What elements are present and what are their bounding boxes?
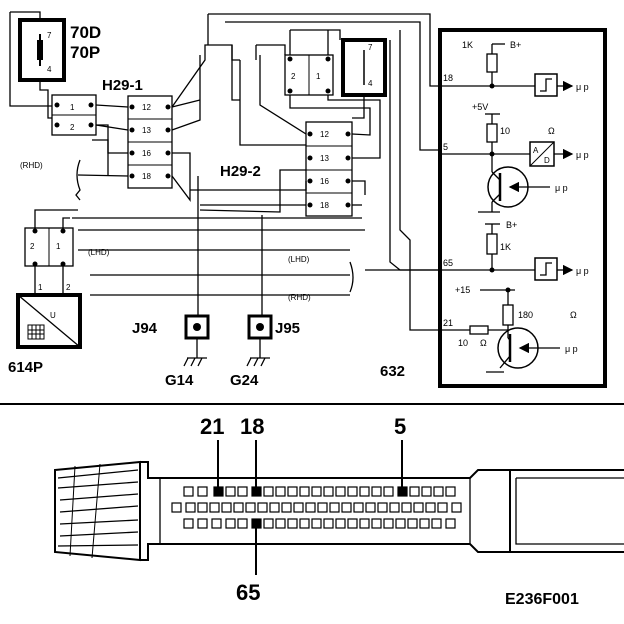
splice-j95: J95 G24 [230,314,300,389]
ecu-r10-a: 10 [500,126,510,136]
wires-main [72,13,440,331]
connector-h29-1: H29-1 12 13 16 18 [102,77,173,189]
h29-2-pin-16: 16 [320,177,329,186]
c614-label: 614P [8,359,43,376]
c70-label-d: 70D [70,23,101,42]
j94-label: J94 [132,320,158,337]
ecu-adc-d: D [544,156,550,165]
left-connector-a: 1 2 [51,94,97,136]
splice-j94: J94 G14 [132,314,210,389]
braces [75,159,354,293]
ecu-bplus-1: B+ [510,40,521,50]
relay-pin-7: 7 [368,43,373,52]
c70-pin-top: 7 [47,31,52,40]
c614-pin1: 1 [38,283,43,292]
ecu-v5: +5V [472,102,488,112]
h29-1-pin-13: 13 [142,126,151,135]
ecu-pin-5: 5 [443,142,448,152]
left-connector-b: 2 1 [24,227,74,267]
component-70d-70p: 7 4 70D 70P [18,18,101,82]
ecu-r1k-1: 1K [462,40,473,50]
ecu-mu-5: μ p [565,344,578,354]
figure-code: E236F001 [505,591,579,608]
ecu-circuit: 18 1K B+ μ p +5V 10 Ω 5 A D μ p [438,28,607,388]
ecu-pin-21: 21 [443,318,453,328]
cv-label-21: 21 [200,414,224,439]
ecu-r10-b: 10 [458,338,468,348]
h29-2-pin-13: 13 [320,154,329,163]
j95-label: J95 [275,320,300,337]
note-rhd-1: (RHD) [20,161,43,170]
cv-label-5: 5 [394,414,406,439]
top-connector: 2 1 [284,54,334,96]
h29-2-pin-18: 18 [320,201,329,210]
h29-1-pin-12: 12 [142,103,151,112]
ecu-bplus-2: B+ [506,220,517,230]
cv-label-18: 18 [240,414,264,439]
g24-label: G24 [230,372,259,389]
lca-pin-1: 1 [70,103,75,112]
lca-pin-2: 2 [70,123,75,132]
tc-pin-1: 1 [316,72,321,81]
ecu-ohm-3: Ω [480,338,487,348]
connector-view: 21 18 5 [54,414,624,605]
ecu-pin-65: 65 [443,258,453,268]
ecu-mu-2: μ p [576,150,589,160]
h29-2-label: H29-2 [220,163,261,180]
ecu-pin-18: 18 [443,73,453,83]
relay-right: 7 4 [341,38,387,97]
c614-pin2: 2 [66,283,71,292]
ecu-v15: +15 [455,285,470,295]
note-rhd-2: (RHD) [288,293,311,302]
g14-label: G14 [165,372,194,389]
lcb-pin-2: 2 [30,242,35,251]
c614-symbol: U [50,311,56,320]
wires-70d [9,11,52,119]
note-lhd-2: (LHD) [288,255,310,264]
relay-pin-4: 4 [368,79,373,88]
h29-1-pin-18: 18 [142,172,151,181]
component-614p: 1 2 U 614P [8,283,82,376]
ecu-mu-3: μ p [555,183,568,193]
lcb-pin-1: 1 [56,242,61,251]
h29-1-pin-16: 16 [142,149,151,158]
ecu-ohm-1: Ω [548,126,555,136]
cv-label-65: 65 [236,580,260,605]
ecu-mu-1: μ p [576,82,589,92]
c70-pin-bot: 4 [47,65,52,74]
note-lhd-1: (LHD) [88,248,110,257]
c70-label-p: 70P [70,43,100,62]
ecu-ohm-2: Ω [570,310,577,320]
ecu-mu-4: μ p [576,266,589,276]
h29-1-label: H29-1 [102,77,143,94]
ecu-r1k-2: 1K [500,242,511,252]
h29-2-pin-12: 12 [320,130,329,139]
tc-pin-2: 2 [291,72,296,81]
connector-h29-2: H29-2 12 13 16 18 [220,121,353,217]
ecu-label: 632 [380,363,405,380]
ecu-r180: 180 [518,310,533,320]
ecu-adc-a: A [533,146,539,155]
